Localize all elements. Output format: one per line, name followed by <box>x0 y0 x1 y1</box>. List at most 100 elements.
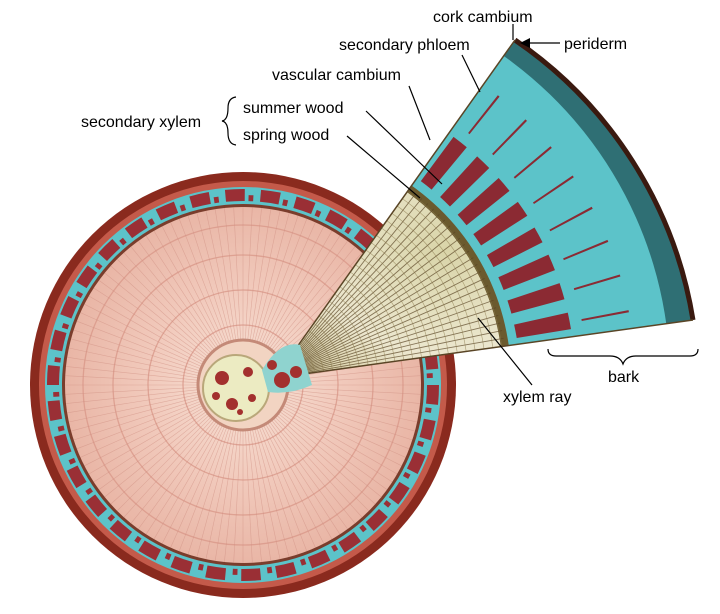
xylem-ray-line <box>284 403 406 458</box>
xylem-ray-line <box>196 429 232 558</box>
pith <box>202 354 270 422</box>
xylem-ray-line <box>187 428 230 555</box>
wedge-cells <box>297 190 503 373</box>
xylem-ray-line <box>104 272 208 357</box>
wedge-phloem-block <box>513 146 552 179</box>
bark-brace <box>547 348 699 366</box>
xylem-ray-line <box>205 429 234 560</box>
wedge-cell-arc <box>386 220 467 352</box>
phloem-fiber-block <box>331 544 339 552</box>
xylem-ray-line <box>68 347 199 376</box>
xylem-ray-line <box>76 320 201 369</box>
wedge-ray-line <box>301 278 485 366</box>
phloem-fiber-block <box>388 481 410 505</box>
xylem-ray-line <box>283 405 402 467</box>
phloem-fiber-block <box>307 549 331 569</box>
xylem-ray-line <box>271 420 356 524</box>
wedge-cell-arc <box>376 235 449 354</box>
phloem-fiber-block <box>197 563 204 571</box>
phloem-fiber-block <box>205 565 227 581</box>
phloem-fiber-block <box>68 457 76 465</box>
phloem-fiber-block <box>402 471 411 479</box>
xylem-ray-line <box>80 403 202 458</box>
xylem-ray-line <box>275 417 370 512</box>
phloem-fiber-block <box>266 566 273 574</box>
wedge-ray-line <box>292 193 417 355</box>
wedge-phloem-block <box>573 274 621 291</box>
phloem-fiber-block <box>164 552 172 561</box>
phloem-fiber-block <box>109 519 133 542</box>
xylem-ray-line <box>153 230 221 346</box>
phloem-fiber-block <box>314 209 322 218</box>
phloem-fiber-block <box>66 465 87 489</box>
label-vascular-cambium: vascular cambium <box>272 67 401 84</box>
phloem-fiber-block <box>213 196 220 204</box>
wedge-ray-line <box>299 244 465 362</box>
wedge-phloem-block <box>486 227 543 268</box>
label-secondary-phloem: secondary phloem <box>339 37 470 54</box>
xylem-ray-line <box>73 329 200 372</box>
xylem-ray-line <box>67 391 198 414</box>
phloem-fiber-block <box>426 385 439 405</box>
xylem-ray-line <box>130 420 215 524</box>
wedge-cell-arc <box>391 213 476 351</box>
phloem-fiber-block <box>53 433 72 456</box>
phloem-fiber-block <box>406 451 426 474</box>
phloem-fiber-block <box>53 391 60 397</box>
phloem-fiber-block <box>94 262 103 270</box>
phloem-fiber-block <box>224 189 245 202</box>
xylem-ray-line <box>153 424 221 540</box>
xylem-ray-line <box>93 409 205 483</box>
xylem-ray-line <box>138 240 217 348</box>
xylem-ray-line <box>254 429 290 558</box>
wedge-cell-arc <box>308 330 333 371</box>
wedge-phloem-block <box>457 178 510 226</box>
xylem-ray-line <box>123 252 213 352</box>
phloem-fiber-block <box>85 494 108 518</box>
xylem-ray-line <box>287 394 418 423</box>
label-cork-cambium: cork cambium <box>433 9 533 26</box>
xylem-ray-line <box>256 215 299 342</box>
xylem-ray-line <box>249 209 272 340</box>
xylem-ray-line <box>259 427 308 552</box>
phloem-fiber-block <box>119 237 127 246</box>
phloem-fiber-block <box>147 218 155 226</box>
phloem-fiber-block <box>61 323 70 330</box>
phloem-fiber-block <box>98 238 121 262</box>
phloem-fiber-block <box>60 296 80 319</box>
wedge-ray-line <box>293 198 423 356</box>
phloem-fiber-block <box>189 192 211 209</box>
xylem-ray-line <box>233 430 241 563</box>
wedge-ray-line <box>303 299 494 369</box>
wedge-phloem-block <box>420 136 467 190</box>
phloem-fiber-block <box>54 357 61 363</box>
xylem-ray-line <box>98 411 206 490</box>
xylem-ray-line <box>269 240 348 348</box>
xylem-ray-line <box>88 407 204 475</box>
wedge-cell-arc <box>365 249 431 357</box>
wedge-cell-arc <box>313 323 342 369</box>
wedge-phloem-block <box>440 156 490 207</box>
periderm-edge <box>513 37 696 321</box>
wedge-cell-arc <box>318 315 351 368</box>
xylem-ray-line <box>252 429 281 560</box>
xylem-ray-line <box>281 409 393 483</box>
wedge-tip-cells <box>262 344 312 393</box>
xylem-ray-line <box>65 387 198 395</box>
xylem-ray-line <box>252 210 281 341</box>
xylem-ray-line <box>98 280 206 359</box>
wedge-ray-line <box>294 203 429 356</box>
leader-spring-wood <box>346 135 421 199</box>
phloem-fiber-block <box>138 540 161 561</box>
phloem-fiber-block <box>50 329 67 352</box>
xylem-ray-line <box>276 415 376 505</box>
wedge-cell-arc <box>350 271 405 361</box>
xylem-ray-line <box>233 207 241 340</box>
phloem-fiber-block <box>47 365 60 385</box>
wedge-phloem-block <box>498 254 555 290</box>
wedge-cell-arc <box>329 301 369 366</box>
xylem-ray-line <box>178 218 227 343</box>
xylem-ray-line <box>123 418 213 518</box>
xylem-ray-line <box>261 426 316 548</box>
